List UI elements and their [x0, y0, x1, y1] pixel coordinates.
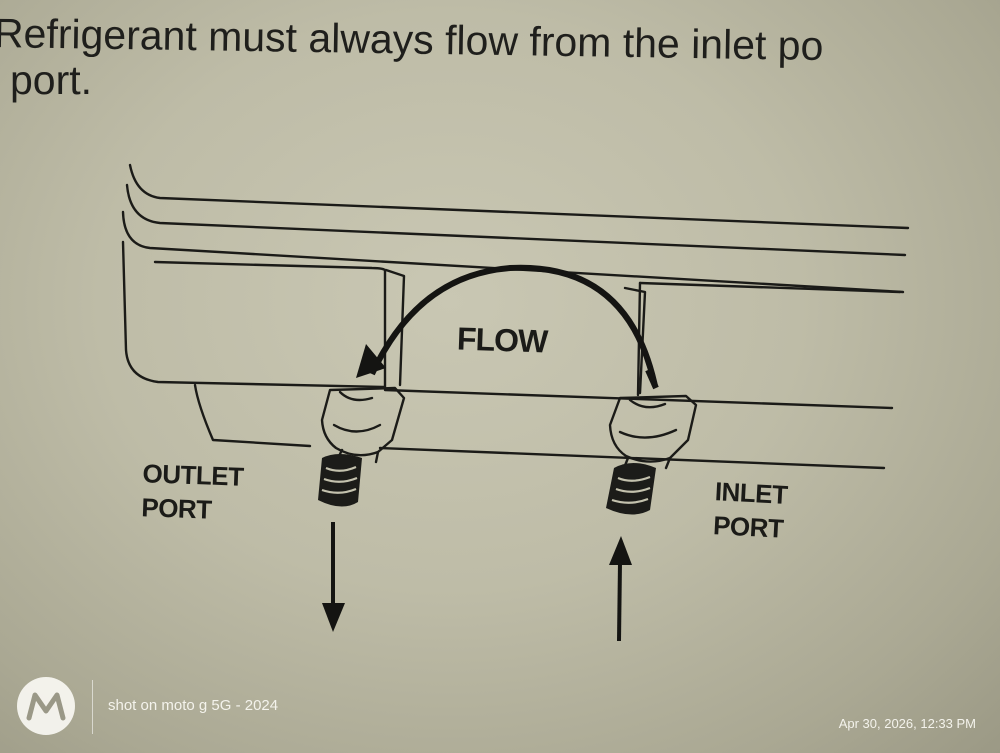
- outlet-thread: [318, 454, 362, 507]
- inlet-label-line-2: PORT: [712, 510, 785, 544]
- plate-outline-middle: [125, 183, 907, 257]
- plate-outline-top: [128, 163, 910, 230]
- outlet-down-arrow: [322, 522, 345, 632]
- timestamp-text: Apr 30, 2026, 12:33 PM: [838, 716, 976, 731]
- outlet-label-line-1: OUTLET: [142, 458, 245, 492]
- watermark-divider: [92, 680, 93, 734]
- inlet-fitting: [608, 286, 698, 470]
- flow-label: FLOW: [456, 320, 548, 360]
- outlet-port-label: OUTLET PORT: [141, 456, 244, 527]
- caption-line-2: port.: [10, 57, 93, 103]
- left-foot: [193, 383, 312, 448]
- inlet-label-line-1: INLET: [714, 476, 789, 510]
- flow-arrowhead: [356, 344, 386, 378]
- right-block: [638, 281, 902, 294]
- plate-outline-lower: [121, 210, 905, 294]
- flow-arc-arrow: [356, 264, 659, 390]
- shot-on-text: shot on moto g 5G - 2024: [108, 697, 279, 714]
- outlet-label-line-2: PORT: [140, 492, 213, 525]
- caption-text: Refrigerant must always flow from the in…: [0, 10, 824, 104]
- outlet-fitting: [320, 268, 406, 464]
- left-block: [121, 240, 387, 389]
- inlet-up-arrow: [609, 536, 632, 642]
- inlet-port-label: INLET PORT: [712, 474, 788, 546]
- base-line-upper: [383, 388, 894, 410]
- motorola-logo-icon: [17, 677, 75, 735]
